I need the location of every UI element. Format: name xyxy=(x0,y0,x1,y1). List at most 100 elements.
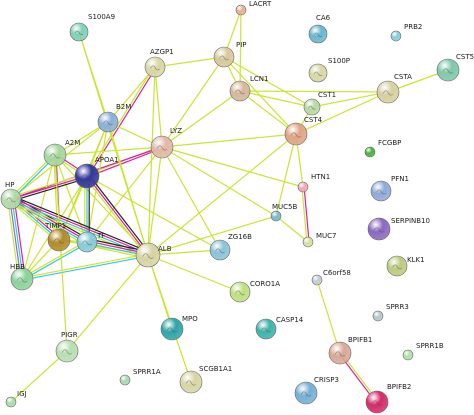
node-c6orf58[interactable]: C6orf58 xyxy=(311,269,351,286)
node-sphere[interactable] xyxy=(144,56,166,78)
node-lcn1[interactable]: LCN1 xyxy=(229,75,268,102)
node-azgp1[interactable]: AZGP1 xyxy=(144,48,174,78)
node-apoa1[interactable]: APOA1 xyxy=(74,156,119,189)
node-sphere[interactable] xyxy=(119,374,131,386)
node-s100p[interactable]: S100P xyxy=(308,57,350,83)
node-cst5[interactable]: CST5 xyxy=(436,53,474,82)
structure-glyph xyxy=(61,349,73,355)
node-sphere[interactable] xyxy=(328,341,352,365)
node-sphere[interactable] xyxy=(386,255,408,277)
node-sphere[interactable] xyxy=(284,122,308,146)
node-sphere[interactable] xyxy=(76,231,98,253)
node-klk1[interactable]: KLK1 xyxy=(386,255,425,277)
node-ca6[interactable]: CA6 xyxy=(308,14,331,44)
node-a2m[interactable]: A2M xyxy=(43,139,80,167)
node-bpifb1[interactable]: BPIFB1 xyxy=(328,336,372,365)
node-lacrt[interactable]: LACRT xyxy=(235,0,272,16)
node-zg16b[interactable]: ZG16B xyxy=(209,233,252,261)
node-mpo[interactable]: MPO xyxy=(160,315,198,341)
node-timp1[interactable]: TIMP1 xyxy=(44,222,71,252)
node-sphere[interactable] xyxy=(308,24,328,44)
node-serpinb10[interactable]: SERPINB10 xyxy=(367,217,430,241)
node-alb[interactable]: ALB xyxy=(135,242,172,268)
node-sphere[interactable] xyxy=(255,318,277,340)
edge-a2m-tf xyxy=(54,154,88,243)
node-sphere[interactable] xyxy=(150,135,174,159)
node-label: CASP14 xyxy=(276,316,304,324)
edge-cst4-muc5b xyxy=(275,133,297,217)
node-pfn1[interactable]: PFN1 xyxy=(370,175,409,202)
node-sphere[interactable] xyxy=(367,217,391,241)
node-sphere[interactable] xyxy=(376,80,400,104)
node-sphere[interactable] xyxy=(5,396,17,408)
node-cst1[interactable]: CST1 xyxy=(303,91,336,116)
edge-apoa1-hp xyxy=(10,175,88,200)
node-sphere[interactable] xyxy=(303,98,321,116)
node-casp14[interactable]: CASP14 xyxy=(255,316,304,340)
node-sphere[interactable] xyxy=(135,242,161,268)
node-sphere[interactable] xyxy=(302,236,314,248)
node-sphere[interactable] xyxy=(297,181,309,193)
node-sphere[interactable] xyxy=(10,267,34,291)
node-sprr1a[interactable]: SPRR1A xyxy=(119,368,161,386)
node-tf[interactable]: TF xyxy=(76,231,105,253)
node-sprr3[interactable]: SPRR3 xyxy=(372,303,409,322)
edge-alb-azgp1 xyxy=(147,66,156,256)
node-prb2[interactable]: PRB2 xyxy=(390,23,422,42)
node-sphere[interactable] xyxy=(294,381,318,405)
node-sphere[interactable] xyxy=(311,274,323,286)
node-s100a9[interactable]: S100A9 xyxy=(69,13,115,42)
node-crisp3[interactable]: CRISP3 xyxy=(294,376,339,405)
structure-glyph xyxy=(74,30,84,35)
node-sphere[interactable] xyxy=(43,143,67,167)
node-sphere[interactable] xyxy=(0,188,22,210)
node-csta[interactable]: CSTA xyxy=(376,73,412,104)
node-sphere[interactable] xyxy=(365,390,389,414)
node-sphere[interactable] xyxy=(270,210,282,222)
node-label: SCGB1A1 xyxy=(199,365,232,373)
node-sprr1b[interactable]: SPRR1B xyxy=(402,342,444,361)
node-lyz[interactable]: LYZ xyxy=(150,127,182,159)
node-sphere[interactable] xyxy=(97,111,119,133)
node-sphere[interactable] xyxy=(229,80,251,102)
node-muc7[interactable]: MUC7 xyxy=(302,232,337,248)
node-sphere[interactable] xyxy=(213,46,235,68)
node-pip[interactable]: PIP xyxy=(213,41,247,68)
node-sphere[interactable] xyxy=(229,281,251,303)
node-fcgbp[interactable]: FCGBP xyxy=(364,139,401,158)
structure-glyph xyxy=(103,120,113,126)
node-label: B2M xyxy=(116,103,131,111)
node-label: IGJ xyxy=(17,390,27,398)
node-sphere[interactable] xyxy=(69,22,89,42)
node-htn1[interactable]: HTN1 xyxy=(297,173,330,193)
node-sphere[interactable] xyxy=(235,4,247,16)
structure-glyph xyxy=(392,264,402,270)
node-sphere[interactable] xyxy=(370,180,392,202)
node-b2m[interactable]: B2M xyxy=(97,103,131,133)
node-sphere[interactable] xyxy=(55,339,79,363)
node-sphere[interactable] xyxy=(436,58,460,82)
node-hbb[interactable]: HBB xyxy=(10,263,34,291)
node-bpifb2[interactable]: BPIFB2 xyxy=(365,383,411,414)
node-scgb1a1[interactable]: SCGB1A1 xyxy=(179,365,232,394)
node-hp[interactable]: HP xyxy=(0,181,22,210)
node-sphere[interactable] xyxy=(160,317,184,341)
node-label: CRISP3 xyxy=(314,376,339,384)
node-cst4[interactable]: CST4 xyxy=(284,116,323,146)
node-sphere[interactable] xyxy=(47,228,71,252)
node-sphere[interactable] xyxy=(390,30,402,42)
node-igj[interactable]: IGJ xyxy=(5,390,27,408)
node-sphere[interactable] xyxy=(402,349,414,361)
node-muc5b[interactable]: MUC5B xyxy=(270,203,298,222)
node-sphere[interactable] xyxy=(364,146,376,158)
structure-glyph xyxy=(382,90,394,96)
node-sphere[interactable] xyxy=(179,370,203,394)
node-pigr[interactable]: PIGR xyxy=(55,331,79,363)
node-sphere[interactable] xyxy=(209,239,231,261)
node-sphere[interactable] xyxy=(372,310,384,322)
node-sphere[interactable] xyxy=(308,63,328,83)
node-sphere[interactable] xyxy=(74,163,100,189)
edge-alb-hbb xyxy=(21,253,148,279)
node-coro1a[interactable]: CORO1A xyxy=(229,280,280,303)
